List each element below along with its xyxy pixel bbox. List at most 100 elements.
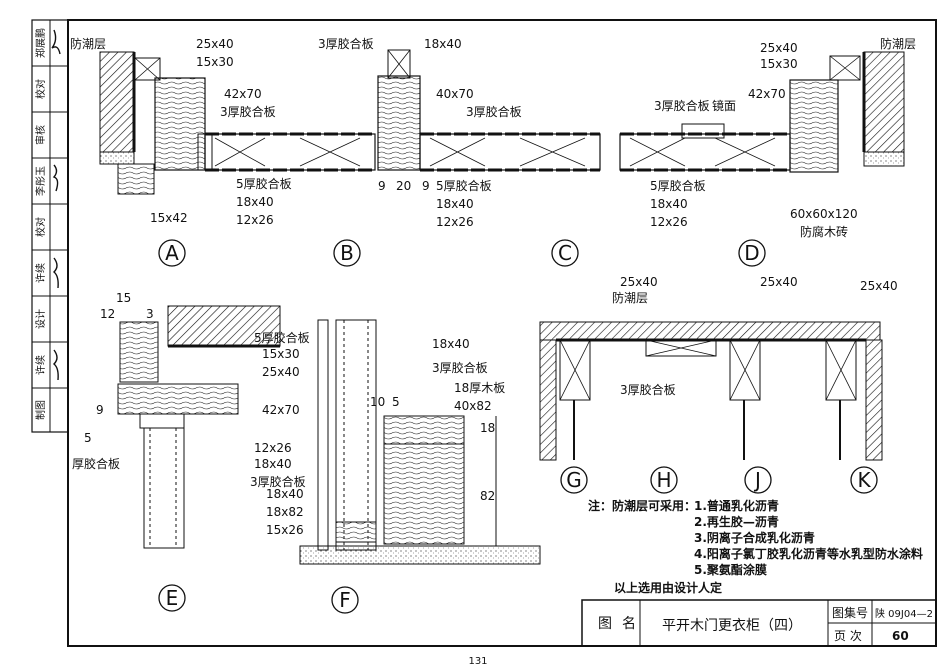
- dim-10-F: 10: [370, 395, 385, 409]
- label-18x40-F2: 18x40: [266, 487, 304, 501]
- note-5: 5.聚氨酯涂膜: [694, 562, 767, 577]
- svg-text:D: D: [744, 241, 759, 265]
- strip-row-2: 校对: [34, 79, 47, 99]
- label-15x30-A: 15x30: [196, 55, 234, 69]
- note-3: 3.阴离子合成乳化沥青: [694, 530, 815, 545]
- section-marker-B: B: [333, 239, 361, 267]
- dim-12-E: 12: [100, 307, 115, 321]
- note-2: 2.再生胶—沥青: [694, 514, 779, 529]
- label-25x40-D: 25x40: [760, 41, 798, 55]
- approval-strip: 郑展鹏 校对 审核 李彤玉 校对 许续 设计 许续 制图: [31, 19, 69, 433]
- dim-9-E: 9: [96, 403, 104, 417]
- label-18x40-F: 18x40: [432, 337, 470, 351]
- section-marker-A: A: [158, 239, 186, 267]
- label-18x40-B: 18x40: [424, 37, 462, 51]
- label-25x40-J: 25x40: [760, 275, 798, 289]
- label-ply3-B: 3厚胶合板: [318, 36, 374, 51]
- label-ply3-E: 3厚胶合板: [250, 474, 306, 489]
- note-4: 4.阳离子氯丁胶乳化沥青等水乳型防水涂料: [694, 546, 923, 561]
- title-block: 图 名 平开木门更衣柜（四） 图集号 陕 09J04—2 页 次 60: [581, 599, 937, 647]
- svg-text:E: E: [166, 586, 179, 610]
- label-12x26-B: 12x26: [436, 215, 474, 229]
- label-15x30-D: 15x30: [760, 57, 798, 71]
- detail-A: [99, 51, 213, 195]
- section-marker-F: F: [331, 586, 359, 614]
- tb-page-label: 页 次: [834, 629, 862, 643]
- label-18x40-E: 18x40: [254, 457, 292, 471]
- svg-text:H: H: [656, 468, 671, 492]
- svg-text:J: J: [753, 468, 761, 492]
- label-ply5-A: 5厚胶合板: [236, 176, 292, 191]
- tb-atlas-label: 图集号: [832, 605, 868, 620]
- detail-F: [299, 319, 541, 565]
- detail-E: [117, 305, 281, 549]
- strip-row-3: 审核: [34, 125, 47, 145]
- section-marker-G: G: [560, 466, 588, 494]
- label-42x70-E: 42x70: [262, 403, 300, 417]
- label-25x40-K: 25x40: [860, 279, 898, 293]
- dim-15-E: 15: [116, 291, 131, 305]
- label-ply3-A: 3厚胶合板: [220, 104, 276, 119]
- strip-row-6: 许续: [34, 263, 47, 283]
- notes: 注：防潮层可采用： 1.普通乳化沥青 2.再生胶—沥青 3.阴离子合成乳化沥青 …: [588, 498, 923, 595]
- label-42x70-D: 42x70: [748, 87, 786, 101]
- label-ply3-G: 3厚胶合板: [620, 382, 676, 397]
- tb-title: 平开木门更衣柜（四）: [662, 618, 802, 634]
- label-12x26-C: 12x26: [650, 215, 688, 229]
- label-40x82-F: 40x82: [454, 399, 492, 413]
- label-12x26-E: 12x26: [254, 441, 292, 455]
- label-ply3-C: 3厚胶合板: [654, 98, 710, 113]
- panel-run-1: [204, 132, 376, 172]
- strip-row-5: 校对: [34, 217, 47, 237]
- svg-text:F: F: [339, 588, 351, 612]
- dim-3-E: 3: [146, 307, 154, 321]
- detail-GHJK: [539, 321, 883, 461]
- label-ply5-C: 5厚胶合板: [650, 178, 706, 193]
- label-25x40-A: 25x40: [196, 37, 234, 51]
- tb-tu: 图: [598, 616, 612, 632]
- notes-tail: 以上选用由设计人定: [614, 580, 722, 595]
- dim-5-F: 5: [392, 395, 400, 409]
- label-40x70-B: 40x70: [436, 87, 474, 101]
- panel-run-3: [619, 123, 791, 172]
- strip-row-8: 许续: [34, 355, 47, 375]
- svg-text:B: B: [340, 241, 354, 265]
- label-15x42-A: 15x42: [150, 211, 188, 225]
- svg-text:C: C: [558, 241, 572, 265]
- section-marker-J: J: [744, 466, 772, 494]
- label-wood18-F: 18厚木板: [454, 381, 505, 395]
- tb-ming: 名: [622, 616, 636, 632]
- dim-5-E: 5: [84, 431, 92, 445]
- svg-text:A: A: [165, 241, 179, 265]
- label-moisture-A: 防潮层: [70, 36, 106, 51]
- label-ply5-E: 5厚胶合板: [254, 330, 310, 345]
- svg-text:G: G: [566, 468, 582, 492]
- tb-page-value: 60: [892, 629, 909, 643]
- dim-9-B2: 9: [422, 179, 430, 193]
- strip-row-9: 制图: [34, 400, 47, 420]
- label-moisture-G: 防潮层: [612, 290, 648, 305]
- label-25x40-G: 25x40: [620, 275, 658, 289]
- section-marker-H: H: [650, 466, 678, 494]
- label-18x40-A: 18x40: [236, 195, 274, 209]
- note-1: 1.普通乳化沥青: [694, 498, 779, 513]
- section-marker-K: K: [850, 466, 878, 494]
- label-15x26-F: 15x26: [266, 523, 304, 537]
- label-15x30-E: 15x30: [262, 347, 300, 361]
- label-thickply-E: 厚胶合板: [72, 456, 120, 471]
- detail-B: [377, 49, 421, 171]
- label-mirror: 镜面: [712, 98, 736, 113]
- label-60x60x120: 60x60x120: [790, 207, 858, 221]
- label-25x40-E: 25x40: [262, 365, 300, 379]
- label-moisture-D: 防潮层: [880, 36, 916, 51]
- dim-9-B1: 9: [378, 179, 386, 193]
- dim-20-B: 20: [396, 179, 411, 193]
- panel-run-2: [419, 132, 601, 172]
- label-ply3-B2: 3厚胶合板: [466, 104, 522, 119]
- label-brick: 防腐木砖: [800, 224, 848, 239]
- section-marker-E: E: [158, 584, 186, 612]
- dim-82-F: 82: [480, 489, 495, 503]
- label-ply3-F: 3厚胶合板: [432, 360, 488, 375]
- section-marker-D: D: [738, 239, 766, 267]
